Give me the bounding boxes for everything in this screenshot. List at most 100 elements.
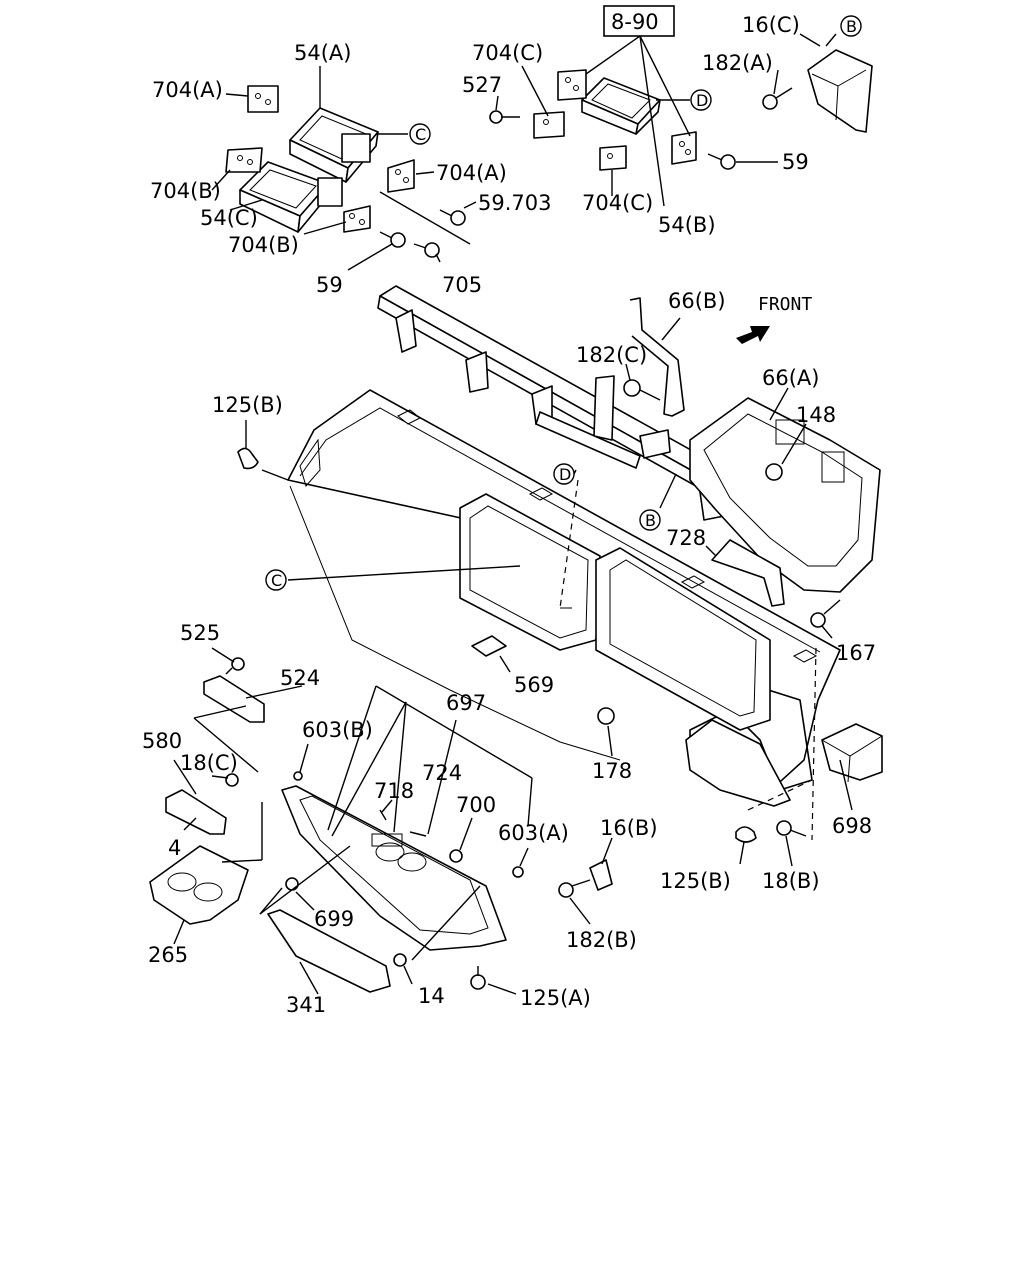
label-14: 14 [418,984,445,1008]
frame-66a [689,397,881,593]
screw-14 [393,953,407,967]
screw-59-703 [439,209,466,226]
callout-c-top: C [409,123,431,145]
label-125a: 125(A) [520,986,591,1010]
label-182b: 182(B) [566,928,637,952]
pocket-54b [581,77,661,135]
svg-text:B: B [846,17,857,36]
label-527: 527 [462,73,502,97]
label-18c: 18(C) [180,751,238,775]
screw-59-right [707,153,736,170]
bolt-167 [810,599,841,628]
svg-text:D: D [696,91,708,110]
label-698: 698 [832,814,872,838]
svg-text:D: D [559,465,571,484]
reference-box [603,5,675,37]
plate-569 [471,635,507,657]
clip-125b-right [735,826,757,843]
svg-text:C: C [415,125,426,144]
bracket-704c-bottom [599,145,627,171]
bracket-704a-top [247,85,279,113]
reference-box-text: 8-90 [611,10,659,34]
label-54b: 54(B) [658,213,716,237]
screw-525 [225,657,245,675]
bracket-704a-mid [387,159,415,193]
clip-125a [470,966,486,990]
label-603a: 603(A) [498,821,569,845]
label-580: 580 [142,729,182,753]
screw-527 [489,110,520,124]
label-697: 697 [446,691,486,715]
leader-lines [173,33,853,995]
nut-148 [765,463,783,481]
label-148: 148 [796,403,836,427]
callout-d-mid: D [553,463,575,485]
label-569: 569 [514,673,554,697]
label-18b: 18(B) [762,869,820,893]
cupholder-265 [149,845,249,925]
bracket-right-small [671,131,697,165]
brace-66b [629,297,685,417]
label-59-right: 59 [782,150,809,174]
label-54c: 54(C) [200,206,258,230]
label-182a: 182(A) [702,51,773,75]
bolt-182c [623,379,661,401]
pocket-54a [289,107,379,183]
bracket-16b [589,859,613,891]
label-66b: 66(B) [668,289,726,313]
callout-b-mid: B [639,509,661,531]
svg-text:B: B [645,511,656,530]
label-66a: 66(A) [762,366,819,390]
svg-text:C: C [271,571,282,590]
label-699: 699 [314,907,354,931]
label-705: 705 [442,273,482,297]
label-265: 265 [148,943,188,967]
clip-603a [512,866,524,878]
label-718: 718 [374,779,414,803]
screw-705 [413,242,440,258]
label-700: 700 [456,793,496,817]
label-704a-top: 704(A) [152,78,223,102]
label-59-703: 59.703 [478,191,551,215]
nut-178 [597,707,615,725]
bracket-704c-lower [533,111,565,139]
label-125b-top: 125(B) [212,393,283,417]
screw-182a [762,87,793,110]
part-labels: 54(A) 704(A) 704(C) 527 16(C) 182(A) 704… [142,13,876,1017]
glovebox-lid-341 [267,909,391,993]
label-724: 724 [422,761,462,785]
pin-718 [379,809,387,821]
clip-603b [293,771,303,781]
pin-724 [409,831,427,837]
bracket-704b-left [225,147,263,173]
front-arrow-icon [736,326,770,344]
screw-59-left [379,231,406,248]
label-704b-left: 704(B) [150,179,221,203]
label-16b: 16(B) [600,816,658,840]
trim-524 [203,675,265,723]
label-4: 4 [168,836,181,860]
label-603b: 603(B) [302,718,373,742]
bracket-728 [711,539,785,607]
label-16c: 16(C) [742,13,800,37]
label-59-left: 59 [316,273,343,297]
label-704c-top: 704(C) [472,41,543,65]
callout-c-mid: C [265,569,287,591]
screw-18b [776,820,807,837]
bracket-698 [821,723,883,783]
callout-b-top: B [840,15,862,37]
bracket-704b-mid [343,205,371,233]
tray-4 [165,789,227,835]
clip-125b-left [237,447,259,470]
label-182c: 182(C) [576,343,647,367]
callout-d-top: D [690,89,712,111]
screw-182b [558,879,591,898]
label-178: 178 [592,759,632,783]
instrument-panel [287,389,841,807]
label-524: 524 [280,666,320,690]
label-525: 525 [180,621,220,645]
label-704b-mid: 704(B) [228,233,299,257]
label-341: 341 [286,993,326,1017]
